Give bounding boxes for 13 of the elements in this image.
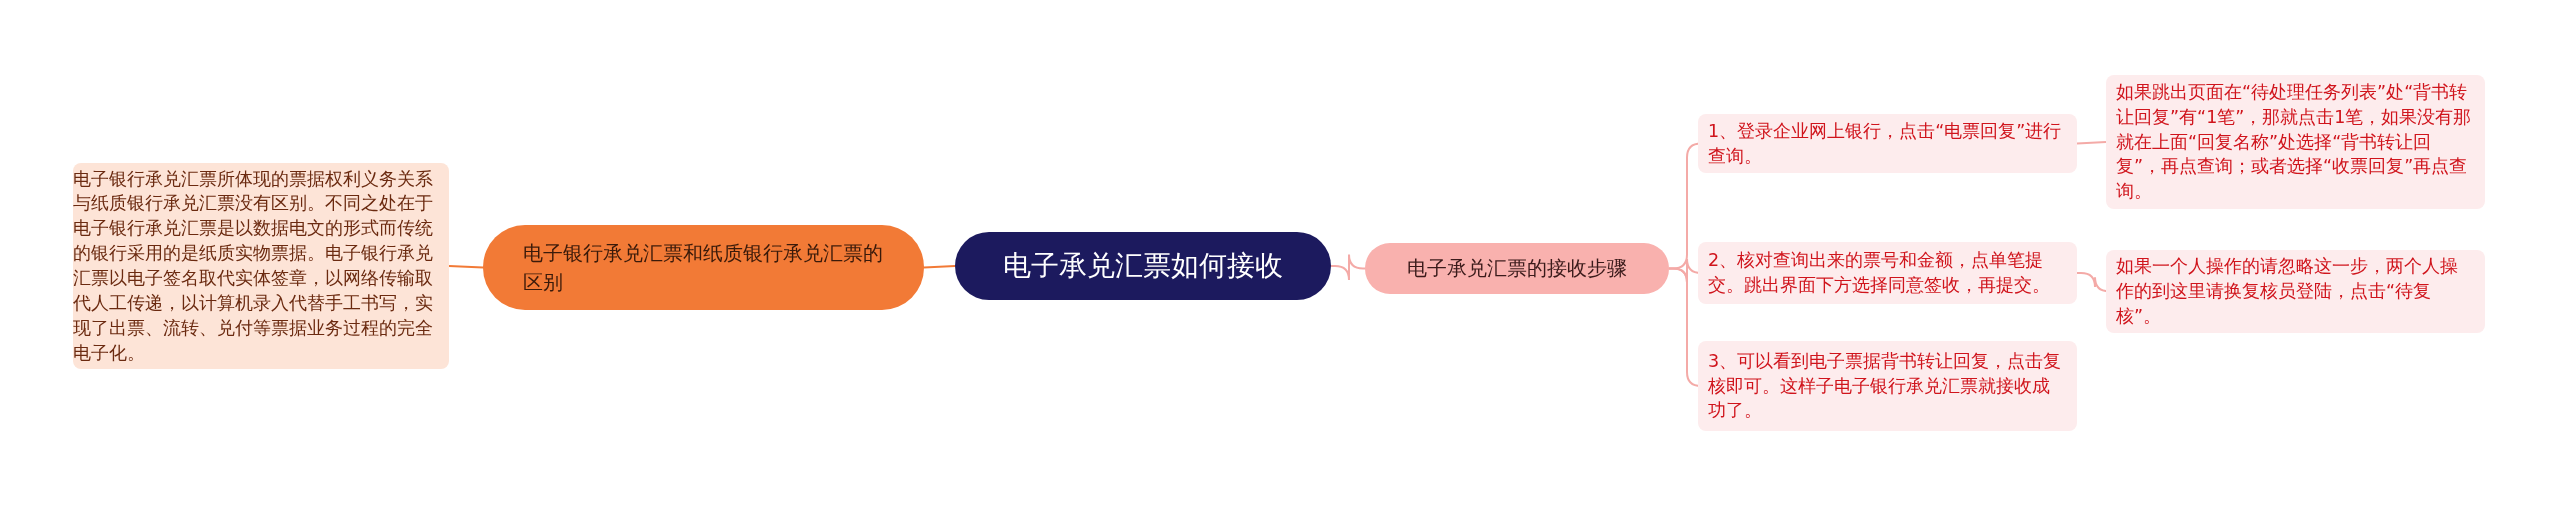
topic-box: 电子银行承兑汇票和纸质银行承兑汇票的区别 — [483, 225, 924, 310]
connector-line — [448, 265, 484, 269]
note-box: 电子银行承兑汇票所体现的票据权利义务关系与纸质银行承兑汇票没有区别。不同之处在于电子银行承兑汇票是以数据电文的形式而传统的银行采用的是纸质实物票据。电子银行承兑汇票以电子签名取代实体签章，以网络传输取代人工传递，以计算机录入代替手工书写，实现了出票、流转、兑付等票据业务过程的完全电子化。 — [73, 163, 449, 369]
note-box: 如果一个人操作的请忽略这一步，两个人操作的到这里请换复核员登陆，点击“待复核”。 — [2106, 250, 2485, 333]
topic-box: 电子承兑汇票的接收步骤 — [1365, 243, 1669, 294]
step-box: 1、登录企业网上银行，点击“电票回复”进行查询。 — [1698, 114, 2077, 173]
connector-line — [923, 265, 956, 269]
step-box: 3、可以看到电子票据背书转让回复，点击复核即可。这样子电子银行承兑汇票就接收成功了。 — [1698, 341, 2077, 431]
connector-line — [1330, 253, 1366, 281]
step-box: 2、核对查询出来的票号和金额，点单笔提交。跳出界面下方选择同意签收，再提交。 — [1698, 242, 2077, 304]
root-topic: 电子承兑汇票如何接收 — [955, 232, 1331, 300]
note-box: 如果跳出页面在“待处理任务列表”处“背书转让回复”有“1笔”，那就点击1笔，如果没有那就在上面“回复名称”处选择“背书转让回复”，再点查询；或者选择“收票回复”再点查询。 — [2106, 75, 2485, 209]
connector-line — [2076, 141, 2107, 145]
